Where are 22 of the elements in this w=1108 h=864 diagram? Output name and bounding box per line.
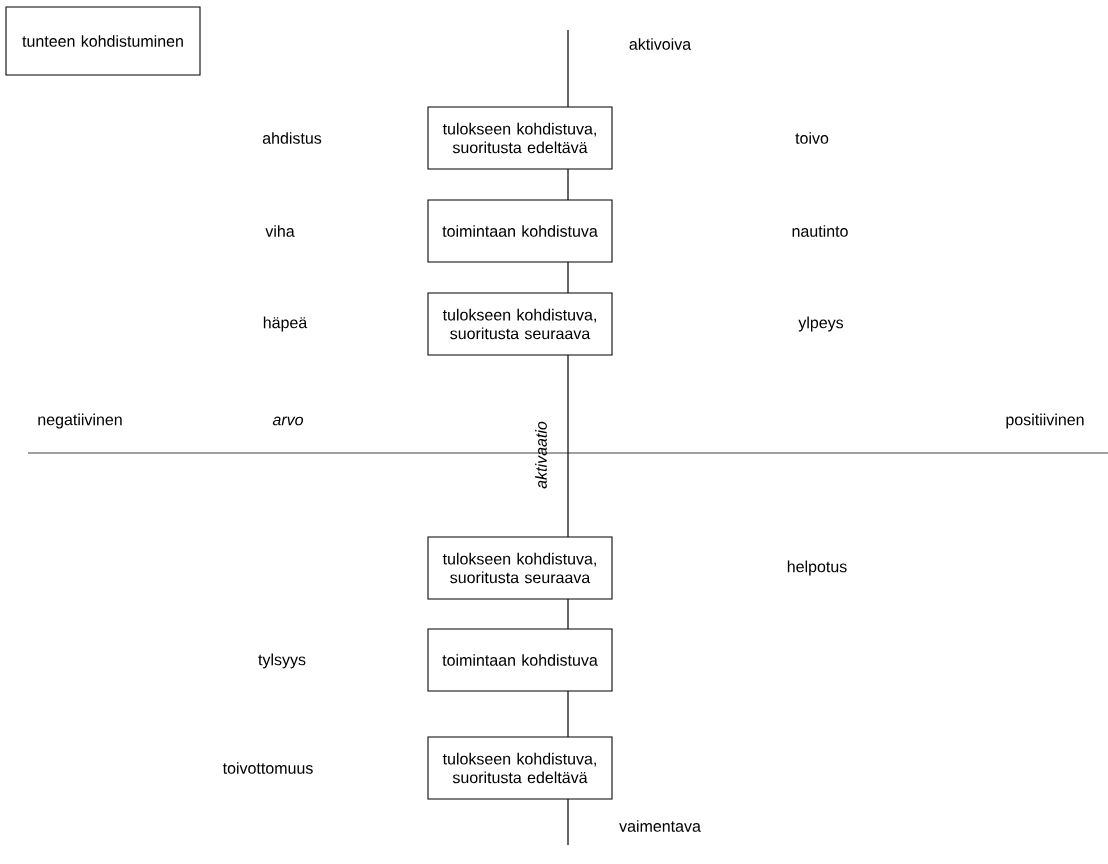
axis-label: toivottomuus: [222, 762, 313, 774]
axis-label: nautinto: [792, 225, 848, 237]
axis-label: aktivoiva: [629, 38, 692, 50]
axis-label: viha: [265, 225, 295, 237]
axis-label: negatiivinen: [38, 413, 122, 429]
axis-label: toivo: [795, 132, 829, 144]
axis-label: tylsyys: [258, 653, 306, 669]
category-box: toimintaan kohdistuva: [427, 628, 613, 692]
category-box: tulokseen kohdistuva, suoritusta edeltävä: [427, 736, 613, 800]
category-box: tulokseen kohdistuva, suoritusta seuraava: [427, 536, 613, 600]
category-box: tulokseen kohdistuva, suoritusta edeltävä: [427, 106, 613, 170]
axis-label: ahdistus: [262, 132, 322, 144]
axis-label: positiivinen: [1006, 413, 1084, 429]
legend-box: tunteen kohdistuminen: [5, 6, 201, 76]
axis-label: ylpeys: [798, 316, 844, 332]
category-box: toimintaan kohdistuva: [427, 199, 613, 263]
axis-label: vaimentava: [619, 820, 701, 832]
axis-label: aktivaatio: [535, 421, 547, 489]
axis-label: häpeä: [263, 316, 308, 332]
axis-label: arvo: [272, 416, 304, 426]
category-box: tulokseen kohdistuva, suoritusta seuraava: [427, 292, 613, 356]
axis-label: helpotus: [787, 560, 847, 576]
